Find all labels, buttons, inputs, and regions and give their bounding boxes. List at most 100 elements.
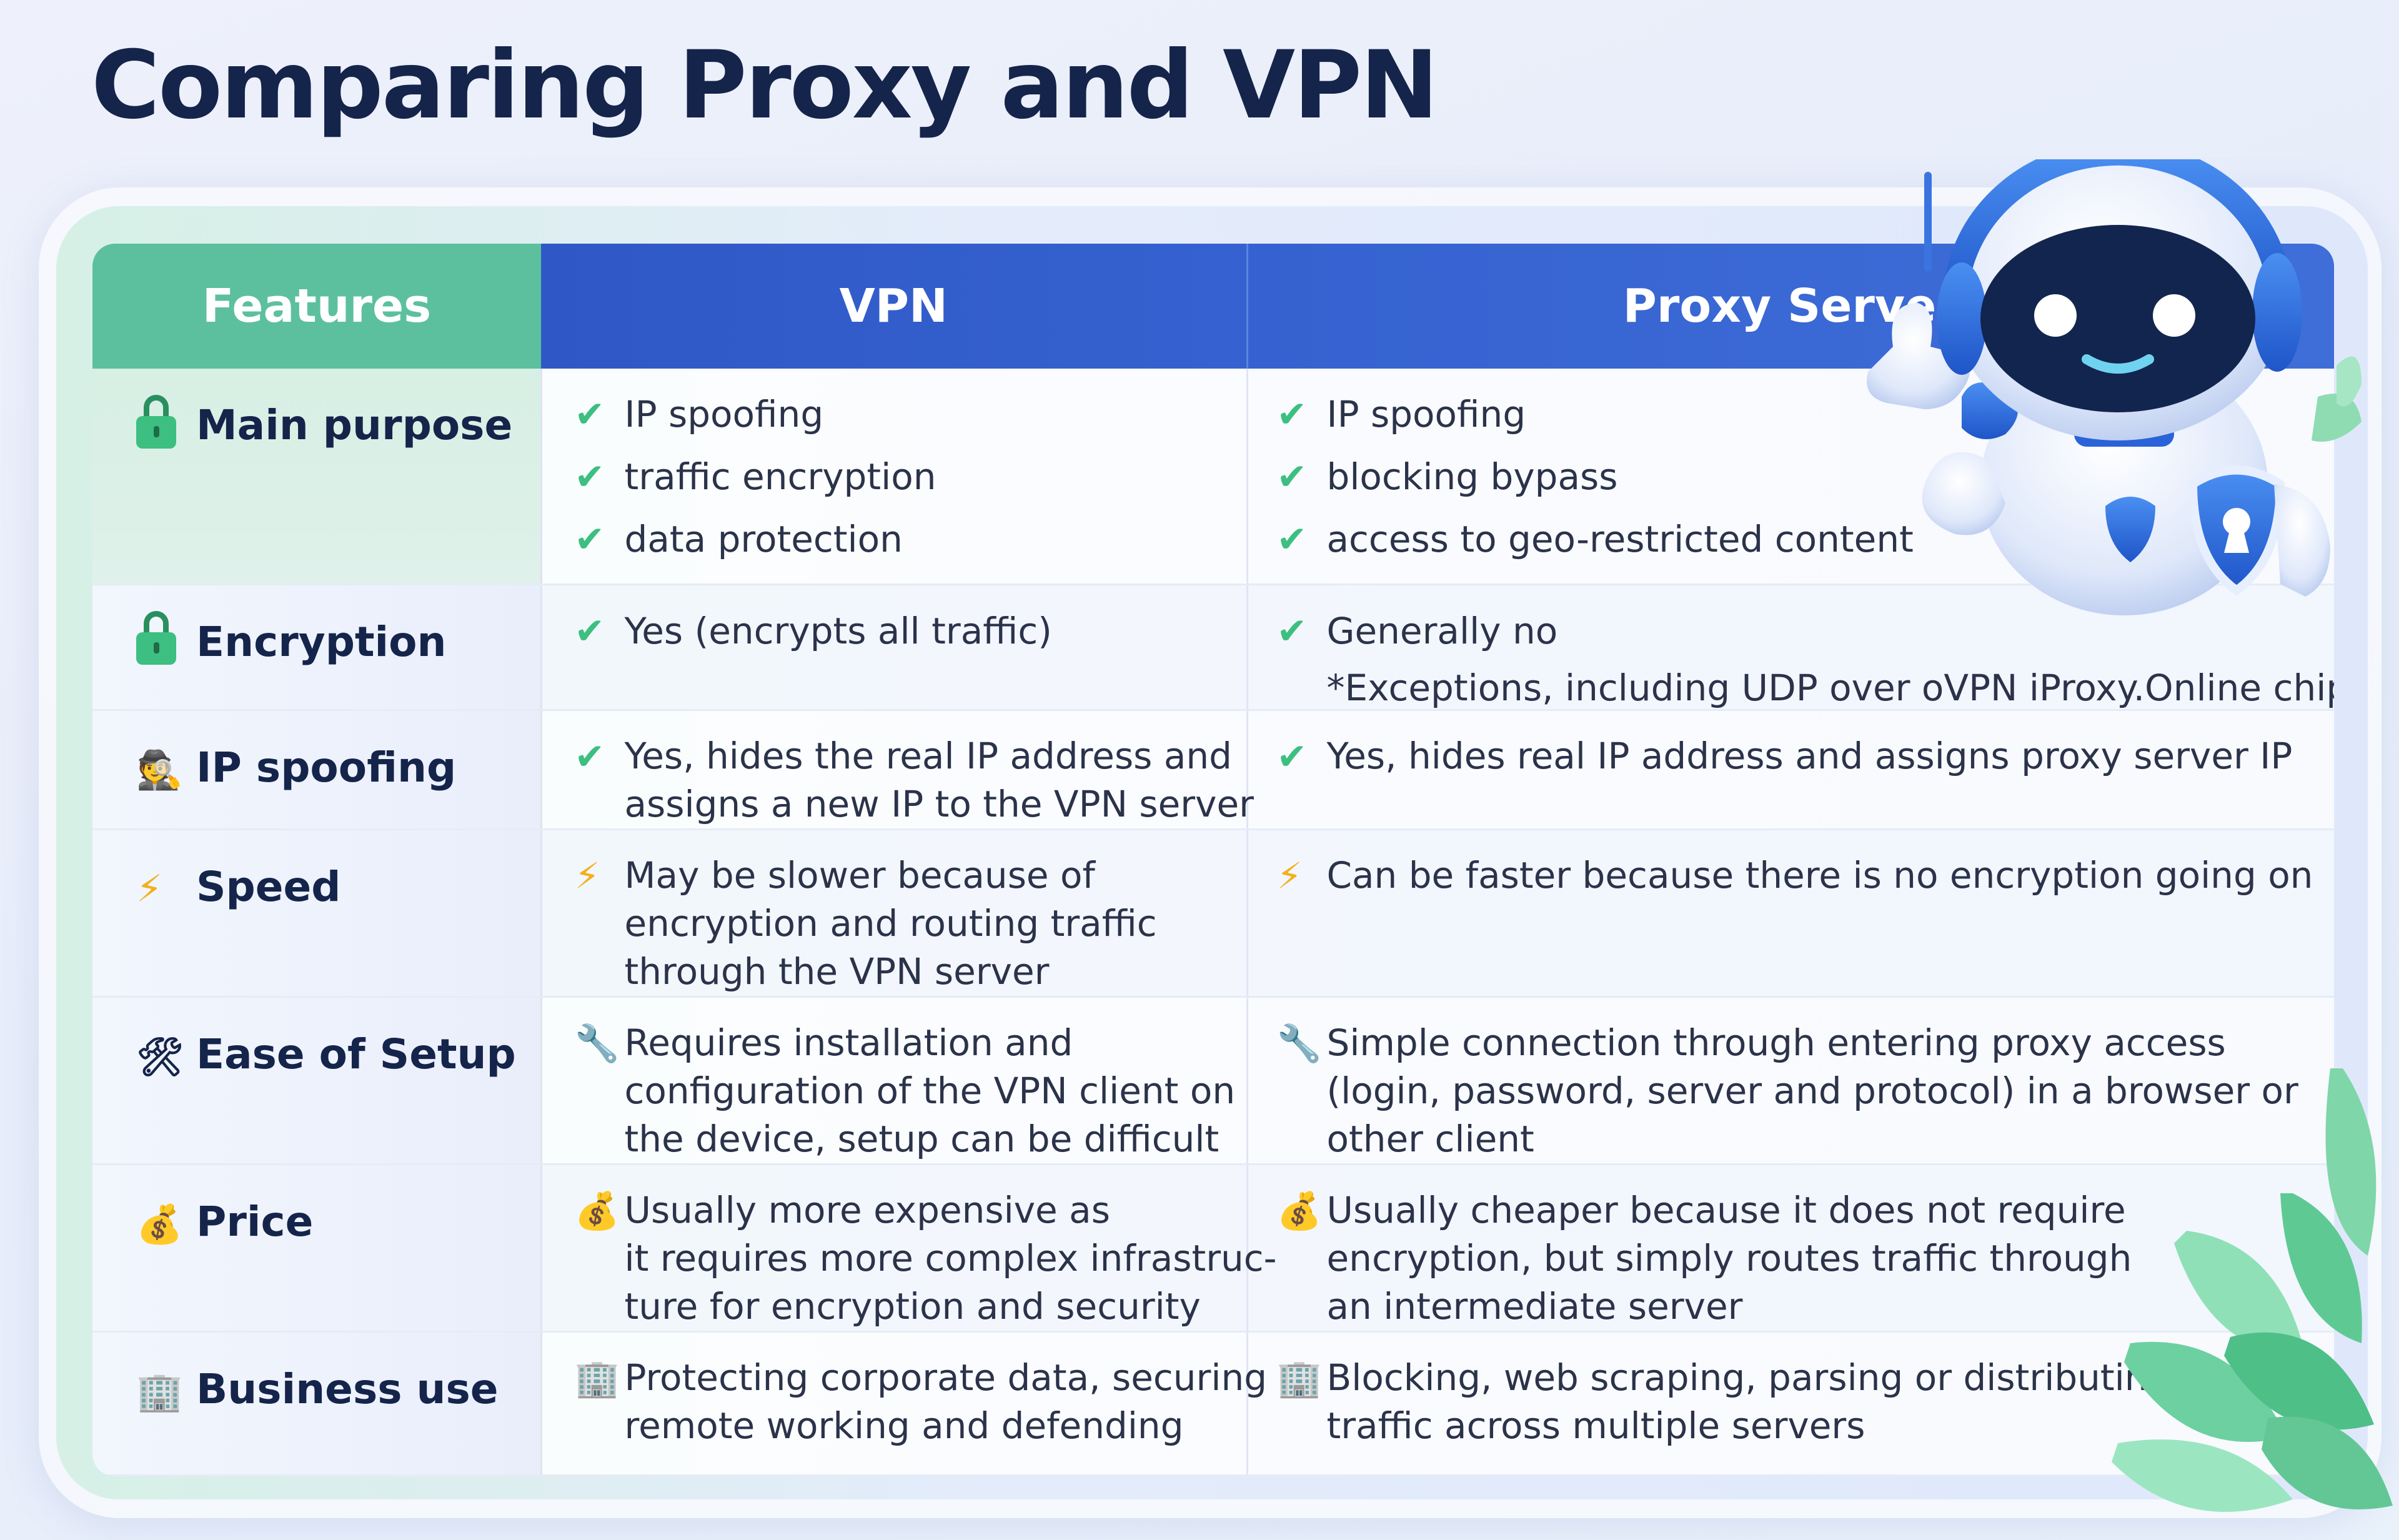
vpn-cell: ✔IP spoofing✔traffic encryption✔data pro…: [541, 369, 1248, 585]
header-features: Features: [92, 244, 541, 369]
vpn-item-line: the device, setup can be difficult: [624, 1117, 1219, 1160]
money-bag-icon: 💰: [136, 1202, 183, 1246]
proxy-cell: ⚡ Can be faster because there is no encry…: [1247, 829, 2334, 998]
check-icon: ✔: [1276, 609, 1308, 652]
check-icon: ✔: [574, 609, 605, 652]
proxy-item-line: Can be faster because there is no encryp…: [1326, 853, 2313, 897]
proxy-item-line: (login, password, server and protocol) i…: [1326, 1069, 2298, 1112]
feature-label: Encryption: [196, 617, 447, 666]
tools-icon: 🛠: [136, 1035, 184, 1079]
proxy-item-line: other client: [1326, 1117, 1534, 1160]
feature-cell: 🛠 Ease of Setup: [92, 996, 542, 1165]
check-icon: ✔: [1276, 735, 1308, 778]
office-building-icon: 🏢: [136, 1369, 183, 1414]
page-title: Comparing Proxy and VPN: [91, 31, 1439, 140]
proxy-note: *Exceptions, including UDP over oVPN iPr…: [1326, 666, 2335, 709]
spy-icon: 🕵: [136, 748, 183, 792]
check-icon: ✔: [574, 735, 605, 778]
vpn-item-text: Requires installation and configuration o…: [625, 1019, 1236, 1163]
vpn-item-line: configuration of the VPN client on: [624, 1069, 1236, 1112]
table-row: 🛠Ease of Setup🔧Requires installation and…: [92, 996, 2334, 1165]
lock-icon: [136, 611, 176, 665]
proxy-item: 🏢Blocking, web scraping, parsing or dist…: [1277, 1354, 2322, 1450]
check-icon: ✔: [1276, 393, 1308, 435]
feature-cell: ⚡Speed: [92, 829, 542, 998]
vpn-item: ✔ IP spoofing: [575, 390, 1234, 439]
leaves-icon: [2112, 1068, 2393, 1512]
feature-cell: 💰 Price: [92, 1164, 542, 1333]
feature-label: Price: [196, 1197, 314, 1246]
proxy-item-line: an intermediate server: [1326, 1284, 1743, 1328]
vpn-item: ⚡ May be slower because of encryption and …: [575, 852, 1234, 996]
proxy-cell: ✔ Yes, hides real IP address and assigns …: [1247, 710, 2334, 830]
vpn-item-line: assigns a new IP to the VPN server: [624, 782, 1254, 825]
wrench-icon: 🔧: [574, 1021, 620, 1065]
vpn-item-line: ture for encryption and security: [624, 1284, 1201, 1328]
proxy-item: 💰Usually cheaper because it does not req…: [1277, 1186, 2322, 1331]
vpn-item-line: Requires installation and: [624, 1021, 1073, 1064]
proxy-cell: 💰Usually cheaper because it does not req…: [1247, 1164, 2334, 1333]
proxy-item-line: encryption, but simply routes traffic th…: [1326, 1236, 2132, 1279]
check-icon: ✔: [1276, 455, 1308, 498]
proxy-item-line: Usually cheaper because it does not requ…: [1326, 1188, 2126, 1231]
vpn-cell: ✔ Yes (encrypts all traffic): [541, 584, 1248, 711]
lightning-icon: ⚡: [136, 867, 163, 912]
vpn-item-line: remote working and defending: [624, 1404, 1184, 1447]
vpn-item: ✔ data protection: [575, 515, 1234, 564]
proxy-item-text: Blocking, web scraping, parsing or distr…: [1327, 1354, 2171, 1450]
lightning-icon: ⚡: [574, 854, 600, 897]
office-building-icon: 🏢: [1276, 1356, 1322, 1399]
vpn-item-text: Yes (encrypts all traffic): [624, 609, 1052, 652]
feature-cell: 🕵 IP spoofing: [92, 710, 542, 830]
vpn-item-line: Yes, hides the real IP address and: [624, 734, 1232, 777]
vpn-item-line: Usually more expensive as: [624, 1188, 1110, 1231]
proxy-item-text: blocking bypass: [1326, 455, 1618, 498]
table-header-row: Features VPN Proxy Server: [92, 244, 2334, 369]
proxy-item: ✔ blocking bypass: [1277, 452, 2322, 501]
table-row: 🏢Business use🏢Protecting corporate data,…: [92, 1331, 2334, 1476]
vpn-cell: ✔ Yes, hides the real IP address and assig…: [541, 710, 1254, 830]
vpn-item-line: May be slower because of: [624, 853, 1095, 897]
proxy-item-line: Yes, hides real IP address and assigns p…: [1326, 734, 2293, 777]
proxy-item: ⚡ Can be faster because there is no encry…: [1277, 852, 2322, 900]
feature-label: Main purpose: [196, 401, 513, 449]
lightning-icon: ⚡: [1276, 854, 1303, 897]
proxy-cell: 🔧Simple connection through entering prox…: [1247, 996, 2334, 1165]
wrench-icon: 🔧: [1276, 1021, 1322, 1065]
vpn-item: ✔ Yes (encrypts all traffic): [575, 607, 1234, 655]
proxy-item-line: Simple connection through entering proxy…: [1326, 1021, 2226, 1064]
feature-label: Business use: [196, 1364, 499, 1413]
proxy-item-line: Blocking, web scraping, parsing or distr…: [1326, 1356, 2171, 1399]
vpn-item-text: IP spoofing: [624, 393, 824, 435]
proxy-item-text: IP spoofing: [1326, 393, 1526, 435]
check-icon: ✔: [1276, 518, 1308, 560]
lock-icon: [136, 394, 176, 449]
proxy-item-text: Usually cheaper because it does not requ…: [1327, 1186, 2132, 1331]
header-vpn: VPN: [541, 244, 1248, 369]
check-icon: ✔: [574, 518, 605, 560]
vpn-item-text: data protection: [624, 518, 903, 560]
feature-cell: 🏢 Business use: [92, 1331, 542, 1476]
proxy-item-text: Can be faster because there is no encryp…: [1327, 852, 2313, 900]
vpn-item-line: through the VPN server: [624, 950, 1050, 993]
proxy-item-text: access to geo-restricted content: [1326, 518, 1914, 560]
proxy-item: ✔ Yes, hides real IP address and assigns …: [1277, 732, 2322, 781]
vpn-item-line: encryption and routing traffic: [624, 902, 1157, 945]
proxy-item: ✔ access to geo-restricted content: [1277, 515, 2322, 564]
feature-cell: Encryption: [92, 584, 542, 711]
vpn-item: ✔ Yes, hides the real IP address and assig…: [574, 732, 1254, 828]
feature-cell: Main purpose: [92, 369, 542, 585]
feature-label: IP spoofing: [196, 743, 457, 792]
vpn-item: 🔧Requires installation and configuration …: [574, 1019, 1236, 1163]
vpn-cell: ⚡ May be slower because of encryption and …: [541, 829, 1248, 998]
check-icon: ✔: [574, 455, 605, 498]
proxy-item-text: Simple connection through entering proxy…: [1327, 1019, 2298, 1163]
check-icon: ✔: [574, 393, 605, 435]
feature-label: Ease of Setup: [196, 1030, 516, 1078]
